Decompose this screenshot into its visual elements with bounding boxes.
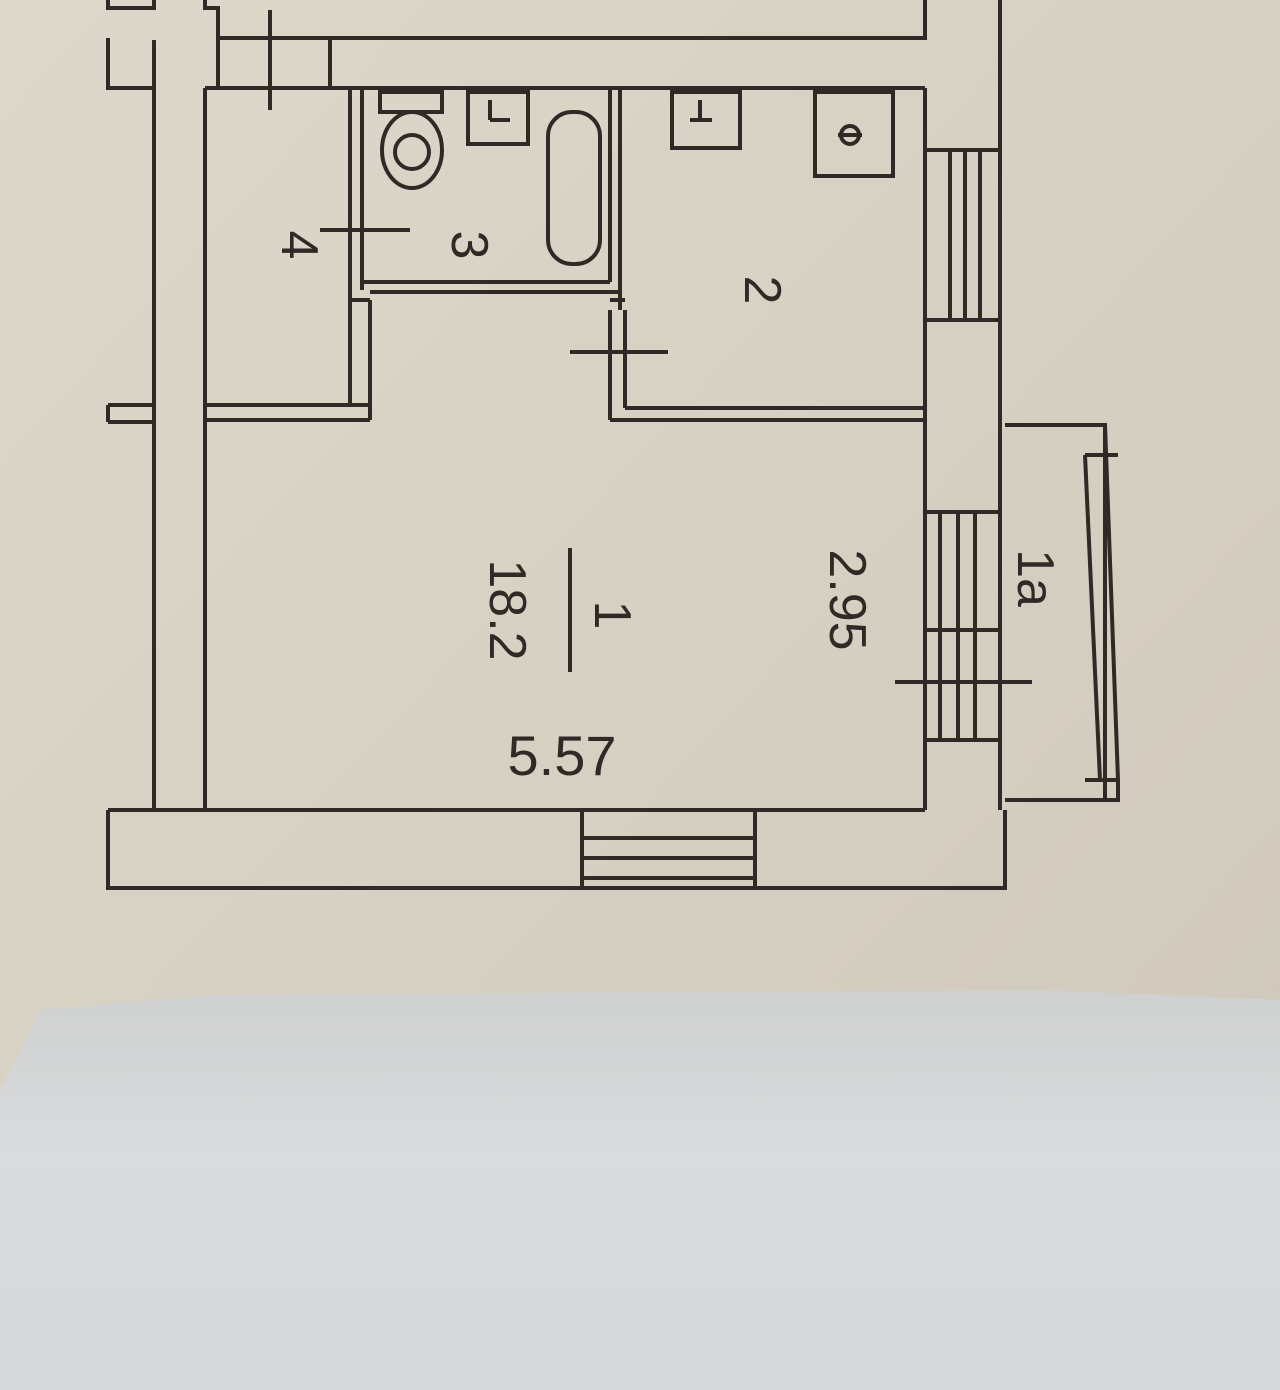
right-window-lower [895, 510, 1032, 742]
wall-top-ledge [106, 38, 156, 90]
room-1-area: 18.2 [478, 559, 536, 660]
plan-lines [106, 0, 1120, 890]
room-1-number: 1 [583, 601, 641, 630]
light-shadow-region [0, 990, 1280, 1390]
wall-top-outer [106, 0, 156, 10]
balcony-outline [1005, 423, 1120, 802]
toilet-fixture [378, 90, 444, 190]
room-3-label: 3 [440, 231, 498, 260]
room-4-walls [205, 10, 410, 422]
right-window-upper [925, 148, 1000, 322]
kitchen-sink [670, 90, 742, 150]
balcony-label: 1a [1006, 549, 1064, 607]
wall-top-inner [203, 0, 927, 40]
stove [813, 90, 895, 178]
depth-dimension: 2.95 [818, 549, 876, 650]
bathtub [546, 110, 602, 266]
bath-sink [466, 90, 530, 146]
room-2-label: 2 [733, 276, 791, 305]
room-3-walls [360, 88, 625, 310]
room-2-walls [570, 310, 925, 422]
wall-bottom-outer [106, 810, 1007, 890]
room-4-label: 4 [270, 231, 328, 260]
bottom-window [580, 810, 757, 888]
width-dimension: 5.57 [508, 724, 617, 787]
